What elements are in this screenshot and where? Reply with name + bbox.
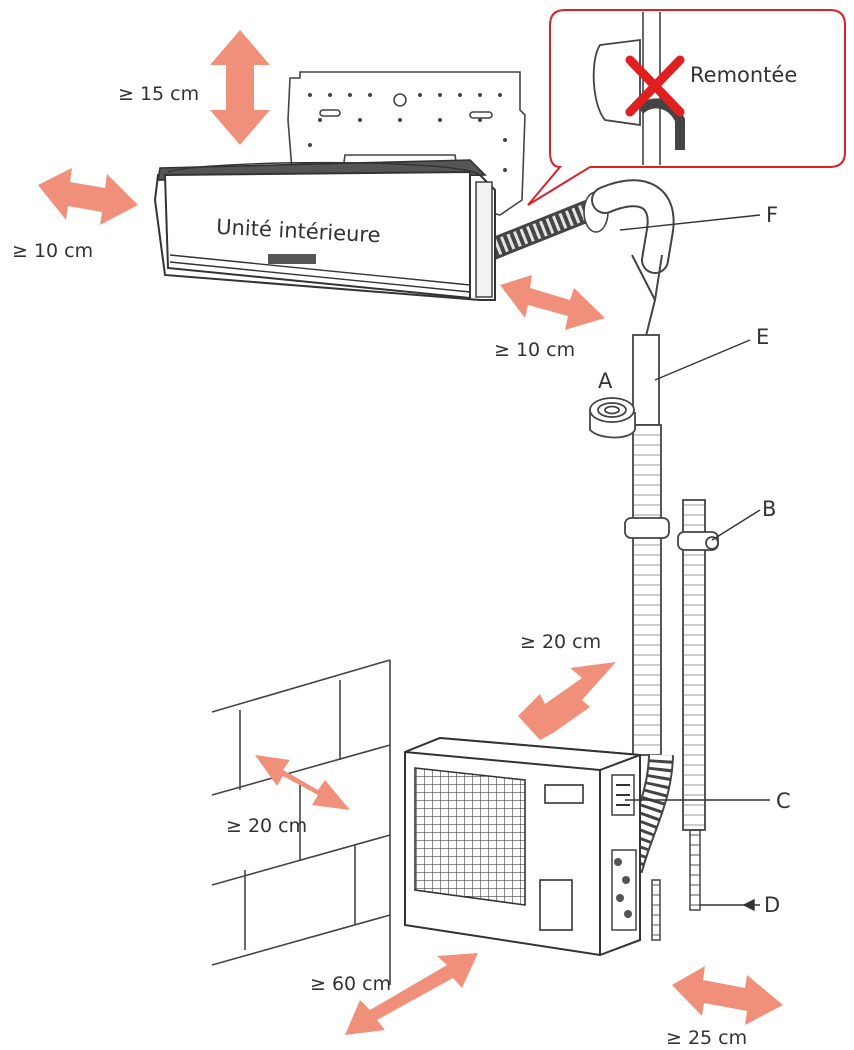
clearance-arrows — [38, 30, 783, 1035]
arrow-left — [38, 168, 138, 225]
clearance-left-label: ≥ 10 cm — [12, 240, 93, 262]
callout-e: E — [756, 325, 769, 349]
callout-d: D — [764, 893, 780, 917]
clamp-b — [624, 517, 719, 551]
clearance-top-label: ≥ 15 cm — [118, 83, 199, 105]
arrow-right — [500, 275, 605, 330]
indoor-unit: Unité intérieure — [153, 159, 496, 301]
callout-f: F — [766, 203, 778, 227]
clearance-front-label: ≥ 60 cm — [310, 973, 391, 995]
arrow-front — [345, 953, 478, 1035]
clearance-behind-label: ≥ 20 cm — [520, 631, 601, 653]
arrow-behind — [518, 662, 616, 740]
callout-b: B — [762, 497, 776, 521]
inset-callout: Remontée — [527, 9, 846, 206]
callout-c: C — [776, 789, 791, 813]
brick-wall — [211, 659, 391, 985]
tape-roll — [589, 397, 636, 439]
arrow-right-outdoor — [672, 966, 783, 1025]
clearance-wall-label: ≥ 20 cm — [226, 815, 307, 837]
pipe-set — [617, 254, 706, 874]
indoor-pipe — [479, 179, 675, 274]
drain-pipe — [651, 829, 701, 941]
clearance-right-outdoor-label: ≥ 25 cm — [666, 1027, 747, 1049]
clearance-right-label: ≥ 10 cm — [494, 339, 575, 361]
arrow-top — [210, 30, 270, 145]
outdoor-unit — [404, 736, 641, 957]
leader-lines — [619, 214, 770, 912]
inset-label: Remontée — [690, 63, 797, 87]
callout-a: A — [598, 369, 613, 393]
arrow-wall — [255, 755, 350, 810]
red-x-icon — [625, 55, 685, 117]
